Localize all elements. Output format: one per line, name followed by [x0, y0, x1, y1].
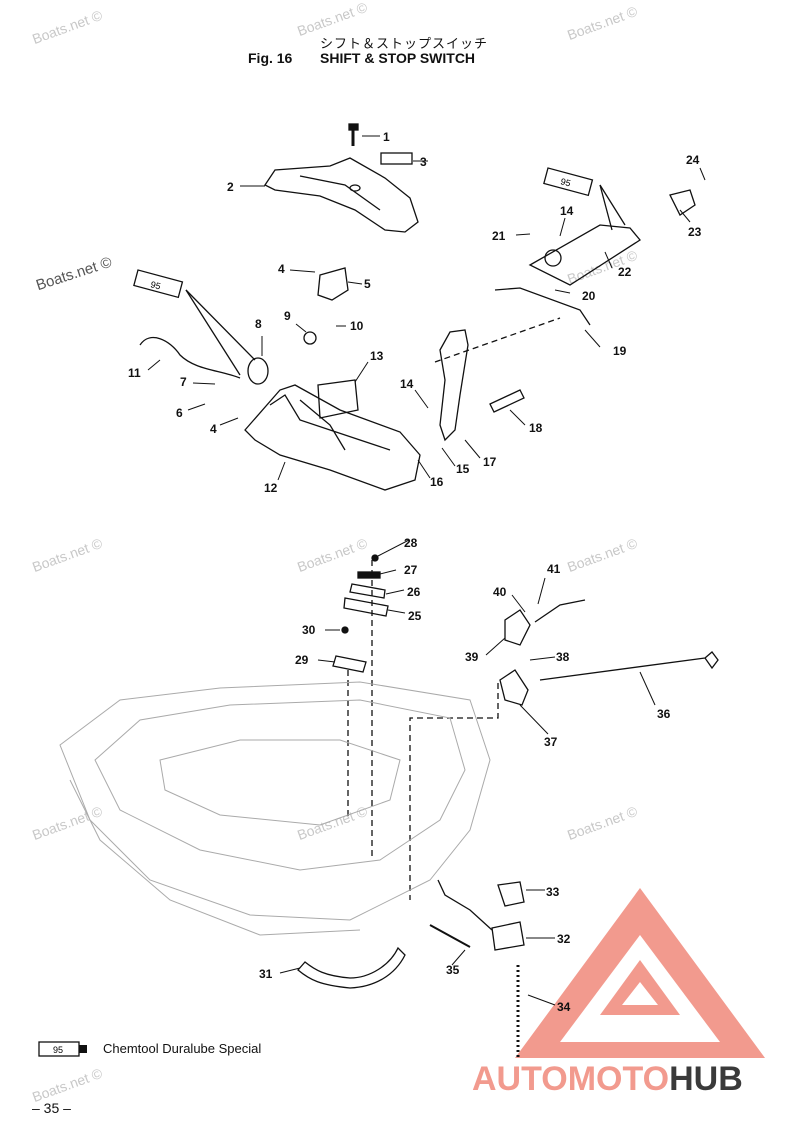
- callout-6: 6: [176, 406, 183, 420]
- part-strap-31: [297, 946, 406, 989]
- brand-part-1: AUTO: [472, 1060, 568, 1098]
- part-plate-29: [332, 655, 367, 673]
- part-rod-19: [494, 287, 591, 326]
- part-bracket-5: [317, 267, 349, 301]
- part-switch-32: [491, 921, 525, 951]
- callout-14: 14: [560, 204, 574, 218]
- callout-24: 24: [686, 153, 700, 167]
- callout-15: 15: [456, 462, 470, 476]
- part-cable-35: [429, 924, 471, 948]
- callout-9: 9: [284, 309, 291, 323]
- part-shaft-22: [528, 224, 641, 286]
- callout-2: 2: [227, 180, 234, 194]
- callout-40: 40: [493, 585, 507, 599]
- part-bracket-33: [497, 881, 525, 907]
- callout-7: 7: [180, 375, 187, 389]
- grease-tube-icon: [543, 167, 626, 231]
- callout-14: 14: [400, 377, 414, 391]
- callout-12: 12: [264, 481, 278, 495]
- callout-16: 16: [430, 475, 444, 489]
- callout-22: 22: [618, 265, 632, 279]
- callout-1: 1: [383, 130, 390, 144]
- part-switch-39: [504, 609, 531, 646]
- callout-38: 38: [556, 650, 570, 664]
- callout-31: 31: [259, 967, 273, 981]
- callout-labels: 1234567891011121314151617181920212223242…: [128, 130, 702, 1014]
- part-fitting-23: [669, 189, 696, 216]
- callout-39: 39: [465, 650, 479, 664]
- callout-11: 11: [128, 366, 141, 380]
- part-plate-27: [357, 571, 381, 579]
- callout-33: 33: [546, 885, 560, 899]
- callout-27: 27: [404, 563, 418, 577]
- grease-tube-icon: [133, 269, 256, 376]
- callout-26: 26: [407, 585, 421, 599]
- part-pad-3: [380, 152, 413, 165]
- callout-34: 34: [557, 1000, 571, 1014]
- part-wire: [437, 879, 493, 931]
- brand-wordmark: AUTOMOTOHUB: [472, 1060, 743, 1099]
- callout-30: 30: [302, 623, 316, 637]
- figure-number: Fig. 16: [248, 50, 293, 66]
- callout-32: 32: [557, 932, 571, 946]
- part-bolt-1: [348, 123, 359, 146]
- callout-20: 20: [582, 289, 596, 303]
- brand-part-2: MOTO: [567, 1060, 670, 1098]
- callout-23: 23: [688, 225, 702, 239]
- part-pin-18: [489, 389, 525, 413]
- guide-line: [409, 683, 499, 900]
- brand-logo-mark: [515, 888, 765, 1058]
- callout-29: 29: [295, 653, 309, 667]
- brand-part-3: HUB: [669, 1060, 743, 1098]
- callout-3: 3: [420, 155, 427, 169]
- callout-18: 18: [529, 421, 543, 435]
- part-wire-40: [534, 599, 586, 623]
- callout-5: 5: [364, 277, 371, 291]
- part-wire-11: [139, 336, 241, 379]
- callout-25: 25: [408, 609, 422, 623]
- callout-35: 35: [446, 963, 460, 977]
- grease-tube-icon: 95: [38, 1041, 87, 1057]
- part-lever-17: [439, 329, 469, 442]
- part-boss-8: [247, 357, 269, 385]
- callout-36: 36: [657, 707, 671, 721]
- callout-28: 28: [404, 536, 418, 550]
- part-cable-36: [539, 651, 719, 681]
- figure-title: SHIFT & STOP SWITCH: [320, 50, 476, 66]
- part-bracket-37: [499, 669, 529, 706]
- callout-37: 37: [544, 735, 558, 749]
- callout-21: 21: [492, 229, 506, 243]
- guide-line: [434, 317, 561, 363]
- part-plate-25: [343, 597, 389, 617]
- callout-4: 4: [278, 262, 285, 276]
- part-screw-28: [371, 554, 379, 562]
- title-japanese: シフト＆ストップスイッチ: [320, 37, 489, 52]
- page-number: – 35 –: [32, 1100, 71, 1116]
- tube-label: 95: [149, 279, 161, 291]
- callout-17: 17: [483, 455, 497, 469]
- tube-label: 95: [559, 176, 571, 188]
- callout-19: 19: [613, 344, 627, 358]
- callout-41: 41: [547, 562, 561, 576]
- callout-4: 4: [210, 422, 217, 436]
- callout-8: 8: [255, 317, 262, 331]
- part-bracket-12: [244, 384, 421, 491]
- legend-text: Chemtool Duralube Special: [103, 1041, 262, 1056]
- part-bushing-9: [303, 331, 317, 345]
- part-cover-2: [264, 157, 419, 233]
- legend-tube-label: 95: [53, 1045, 63, 1055]
- part-lower-cowl: [59, 681, 491, 936]
- callout-10: 10: [350, 319, 364, 333]
- part-plate-13: [317, 379, 359, 419]
- part-screw-30: [341, 626, 349, 634]
- callout-13: 13: [370, 349, 384, 363]
- part-plate-26: [349, 583, 386, 599]
